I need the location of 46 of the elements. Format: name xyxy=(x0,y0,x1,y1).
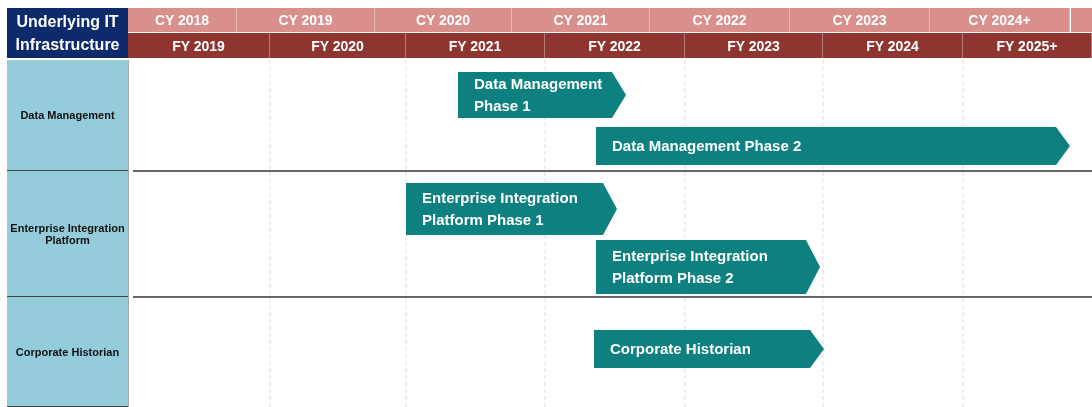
fiscal-year-cell xyxy=(545,33,685,58)
year-label: FY 2025+ xyxy=(996,37,1058,54)
timeline-bar xyxy=(458,72,626,118)
timeline-bar xyxy=(596,127,1070,165)
timeline-bar xyxy=(594,330,824,368)
year-label: CY 2024+ xyxy=(968,12,1031,28)
year-label: CY 2023 xyxy=(832,12,887,28)
fiscal-year-cell xyxy=(963,33,1092,58)
year-label: CY 2018 xyxy=(154,12,210,28)
bar-label: Data Management Phase 1 xyxy=(474,74,604,116)
calendar-year-cell xyxy=(128,8,237,32)
year-label: CY 2020 xyxy=(415,12,471,28)
year-label: FY 2023 xyxy=(727,37,780,54)
year-label: FY 2021 xyxy=(448,37,502,54)
category-label: Enterprise Integration Platform xyxy=(9,221,126,246)
fiscal-year-cell xyxy=(128,33,270,58)
category-cell xyxy=(7,297,128,407)
year-label: CY 2019 xyxy=(278,12,333,28)
calendar-year-cell xyxy=(237,8,375,32)
fiscal-year-cell xyxy=(406,33,545,58)
calendar-year-cell xyxy=(650,8,790,32)
category-cell xyxy=(7,60,128,171)
year-label: FY 2020 xyxy=(311,37,364,54)
category-label: Corporate Historian xyxy=(15,345,120,358)
timeline-bar xyxy=(596,240,820,294)
calendar-year-cell xyxy=(790,8,930,32)
calendar-year-cell xyxy=(512,8,650,32)
bar-label: Corporate Historian xyxy=(610,339,751,360)
year-label: CY 2022 xyxy=(692,12,747,28)
bar-label: Enterprise Integration Platform Phase 2 xyxy=(612,246,769,288)
fiscal-year-cell xyxy=(270,33,406,58)
bar-label: Enterprise Integration Platform Phase 1 xyxy=(422,188,579,230)
category-cell xyxy=(7,171,128,297)
year-label: CY 2021 xyxy=(553,12,608,28)
calendar-year-cell xyxy=(930,8,1070,32)
year-label: FY 2022 xyxy=(588,37,641,54)
calendar-year-cell xyxy=(375,8,512,32)
bar-label: Data Management Phase 2 xyxy=(612,136,802,157)
year-label: FY 2024 xyxy=(866,37,919,54)
fiscal-year-cell xyxy=(685,33,823,58)
category-label: Data Management xyxy=(20,109,115,121)
year-label: FY 2019 xyxy=(172,37,225,54)
header-cell xyxy=(7,8,128,58)
header-text: Underlying IT Infrastructure xyxy=(14,11,121,55)
timeline-bar xyxy=(406,183,617,235)
fiscal-year-cell xyxy=(823,33,963,58)
